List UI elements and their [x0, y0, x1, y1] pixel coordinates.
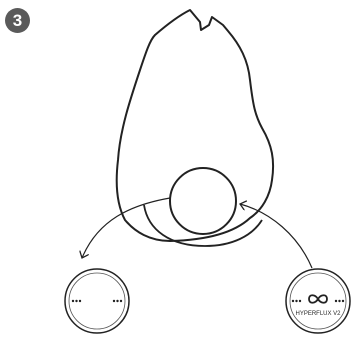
battery-compartment	[169, 167, 237, 235]
compartment-curve	[143, 204, 263, 247]
arrow-insert	[240, 204, 313, 269]
left-pad-dots-left	[71, 299, 82, 303]
right-pad: HYPERFLUX V2	[285, 268, 351, 334]
right-pad-dots-right	[334, 299, 345, 303]
right-pad-dots-left	[291, 299, 302, 303]
pad-brand-label: HYPERFLUX V2	[295, 311, 341, 317]
infinity-icon	[308, 294, 328, 304]
arrow-remove	[82, 197, 171, 258]
left-pad-dots-right	[112, 299, 123, 303]
step-number-badge: 3	[5, 8, 30, 33]
mouse-body-outline	[115, 9, 275, 242]
left-pad	[64, 268, 130, 334]
